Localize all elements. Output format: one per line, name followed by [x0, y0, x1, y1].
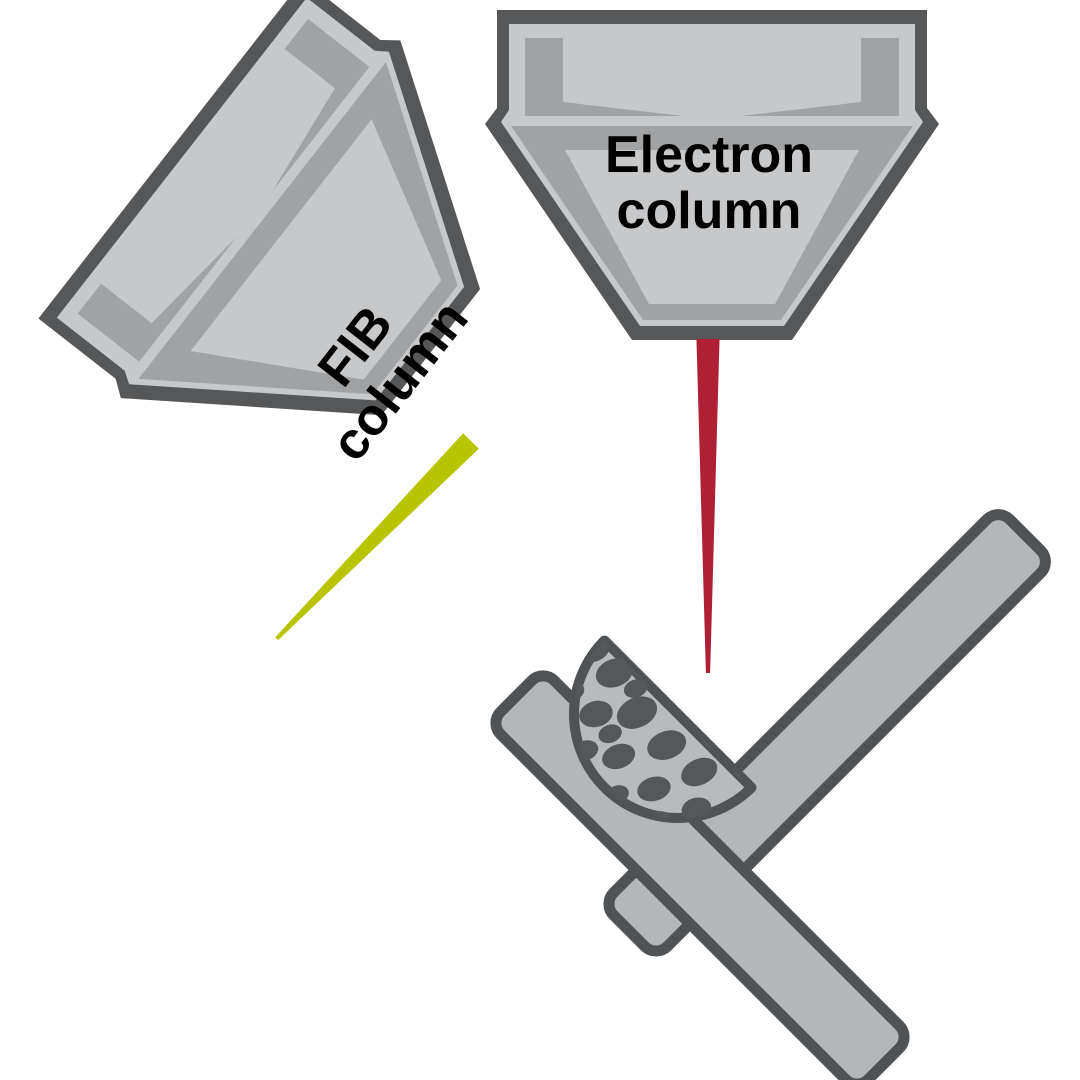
ion-beam-cone — [268, 433, 479, 647]
electron-column-label: Electron column — [605, 126, 813, 240]
electron-column-label-line2: column — [617, 182, 802, 240]
electron-beam — [696, 339, 720, 673]
sample-stage[interactable] — [489, 508, 1052, 1080]
ion-beam — [268, 433, 479, 647]
electron-column-label-line1: Electron — [605, 126, 813, 184]
electron-beam-cone — [696, 339, 720, 673]
fib-column-shell — [31, 0, 571, 532]
fib-column[interactable] — [31, 0, 571, 532]
